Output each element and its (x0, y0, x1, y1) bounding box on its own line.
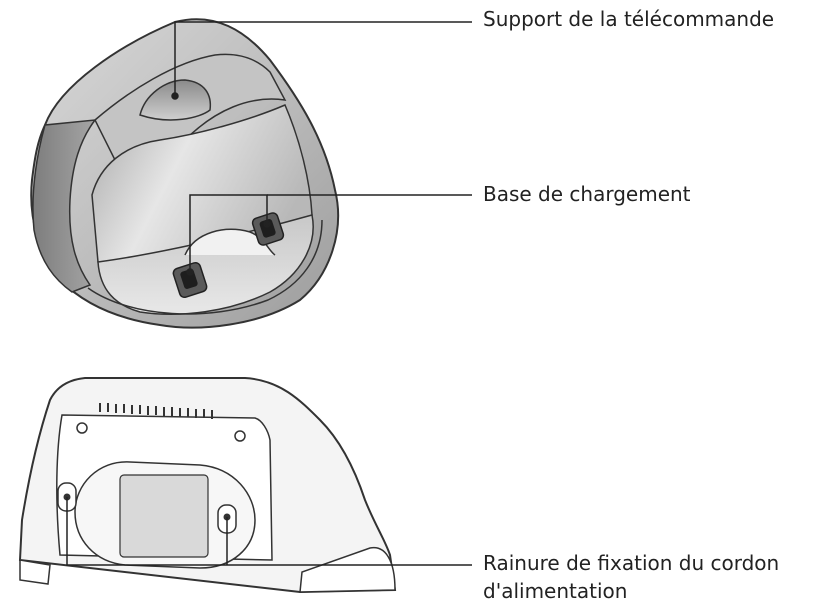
callout-charging-base: Base de chargement (483, 182, 691, 206)
ventilation-slots (99, 403, 213, 419)
screw-hole-left (76, 422, 88, 434)
charging-station-back (18, 377, 397, 594)
station-rim (87, 219, 323, 315)
label-plate (119, 474, 209, 558)
foot-left (19, 559, 51, 585)
leader-lines (66, 21, 472, 566)
station-left-side (32, 119, 97, 293)
leader-cord-groove (66, 497, 472, 566)
callout-remote-holder: Support de la télécommande (483, 7, 775, 31)
charging-station-front (30, 18, 339, 329)
remote-holder-cradle (139, 79, 212, 121)
callout-cord-groove-line1: Rainure de fixation du cordon (483, 551, 780, 575)
leader-charging-base (189, 194, 268, 272)
leader-remote-holder (174, 21, 472, 96)
station-notch (184, 228, 276, 256)
foot-right (299, 546, 396, 593)
screw-hole-right (234, 430, 246, 442)
callout-cord-groove-line2: d'alimentation (483, 579, 628, 603)
charging-contact-left (172, 261, 208, 299)
